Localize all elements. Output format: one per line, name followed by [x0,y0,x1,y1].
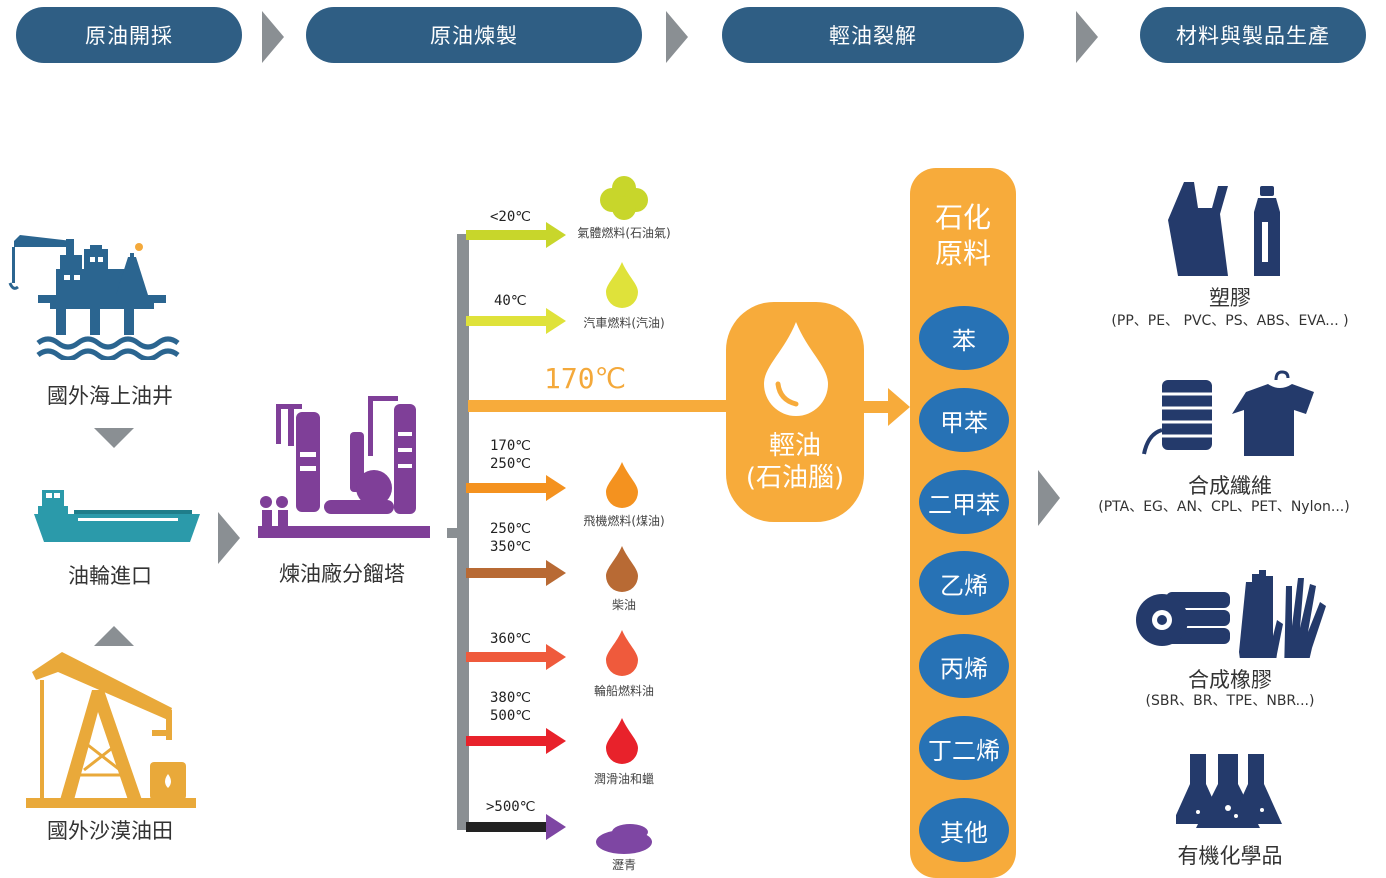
temp-high: 250℃ [490,456,532,472]
stage-arrow-1 [262,11,284,63]
feedstock-item: 甲苯 [919,388,1009,452]
product-title: 合成橡膠 [1188,668,1272,692]
offshore-well-label: 國外海上油井 [47,384,173,408]
fraction-temp: 170℃ [544,362,627,395]
stage-pill-refining: 原油煉製 [306,7,642,63]
temp-low: 380℃ [490,690,532,706]
arrow-down-icon [94,428,134,448]
temp-low: 170℃ [490,438,532,454]
fraction-temp: 40℃ [494,293,527,309]
desert-field-label: 國外沙漠油田 [47,819,173,843]
product-label: 飛機燃料(煤油) [583,514,665,528]
feedstock-item: 丙烯 [919,634,1009,698]
fraction-temp: 250℃ 350℃ [490,520,531,556]
offshore-rig-icon [8,235,180,360]
feedstock-item: 二甲苯 [919,470,1009,534]
feedstock-title-line2: 原料 [934,237,991,270]
oil-tanker-icon [34,490,200,542]
product-subtitle: (PP、PE、 PVC、PS、ABS、EVA... ) [1111,313,1349,329]
product-title: 塑膠 [1209,286,1251,310]
temp-low: 250℃ [490,521,532,537]
fuel-oil-drop-icon [606,630,638,676]
fraction-temp: 170℃ 250℃ [490,437,531,473]
feedstock-title-line1: 石化 [934,201,991,234]
fraction-temp: 360℃ [490,631,532,647]
asphalt-blob-icon [596,824,652,854]
product-label: 輪船燃料油 [593,684,654,698]
product-subtitle: (PTA、EG、AN、CPL、PET、Nylon...) [1098,499,1350,515]
refinery-tower-icon [258,396,430,538]
naphtha-flow-line [468,400,768,412]
diesel-drop-icon [606,546,638,592]
rubber-tire-glove-icon [1136,570,1326,658]
product-label: 汽車燃料(汽油) [583,316,665,330]
stage-arrow-2 [666,11,688,63]
pipe-connector [447,528,459,538]
arrow-right-icon [218,512,240,564]
fraction-arrows [466,222,566,840]
stage-pill-production: 材料與製品生產 [1140,7,1366,63]
pumpjack-icon [26,652,196,808]
stage-pill-cracking: 輕油裂解 [722,7,1024,63]
arrow-right-orange-icon [862,388,910,426]
lubricant-drop-icon [606,718,638,764]
kerosene-drop-icon [606,462,638,508]
stage-pill-extraction: 原油開採 [16,7,242,63]
product-title: 有機化學品 [1177,844,1283,868]
chemical-flask-icon [1176,754,1282,828]
gas-cloud-icon [600,176,648,220]
feedstock-title: 石化 原料 [910,200,1016,272]
plastic-bag-bottle-icon [1168,182,1280,276]
naphtha-line2: (石油腦) [745,463,845,493]
temp-high: 350℃ [490,539,532,555]
fraction-temp: <20℃ [490,209,532,225]
product-label: 柴油 [611,598,636,612]
naphtha-label: 輕油 (石油腦) [726,430,864,494]
distillation-pipe [457,234,469,830]
feedstock-item: 丁二烯 [919,716,1009,780]
naphtha-drop-icon [764,322,828,416]
product-label: 氣體燃料(石油氣) [577,226,671,240]
naphtha-line1: 輕油 [768,431,821,461]
gasoline-drop-icon [606,262,638,308]
feedstock-item: 乙烯 [919,551,1009,615]
temp-high: 500℃ [490,708,532,724]
arrow-right-icon [1038,470,1060,526]
feedstock-item: 苯 [919,306,1009,370]
fraction-temp: 380℃ 500℃ [490,689,531,725]
product-title: 合成纖維 [1188,474,1272,498]
fiber-shirt-icon [1142,370,1314,456]
product-subtitle: (SBR、BR、TPE、NBR...) [1145,693,1315,709]
product-label: 瀝青 [611,858,636,872]
stage-arrow-3 [1076,11,1098,63]
feedstock-item: 其他 [919,798,1009,862]
product-label: 潤滑油和蠟 [593,772,654,786]
refinery-label: 煉油廠分餾塔 [279,562,405,586]
fraction-temp: >500℃ [486,799,536,815]
tanker-import-label: 油輪進口 [68,564,152,588]
arrow-up-icon [94,626,134,646]
